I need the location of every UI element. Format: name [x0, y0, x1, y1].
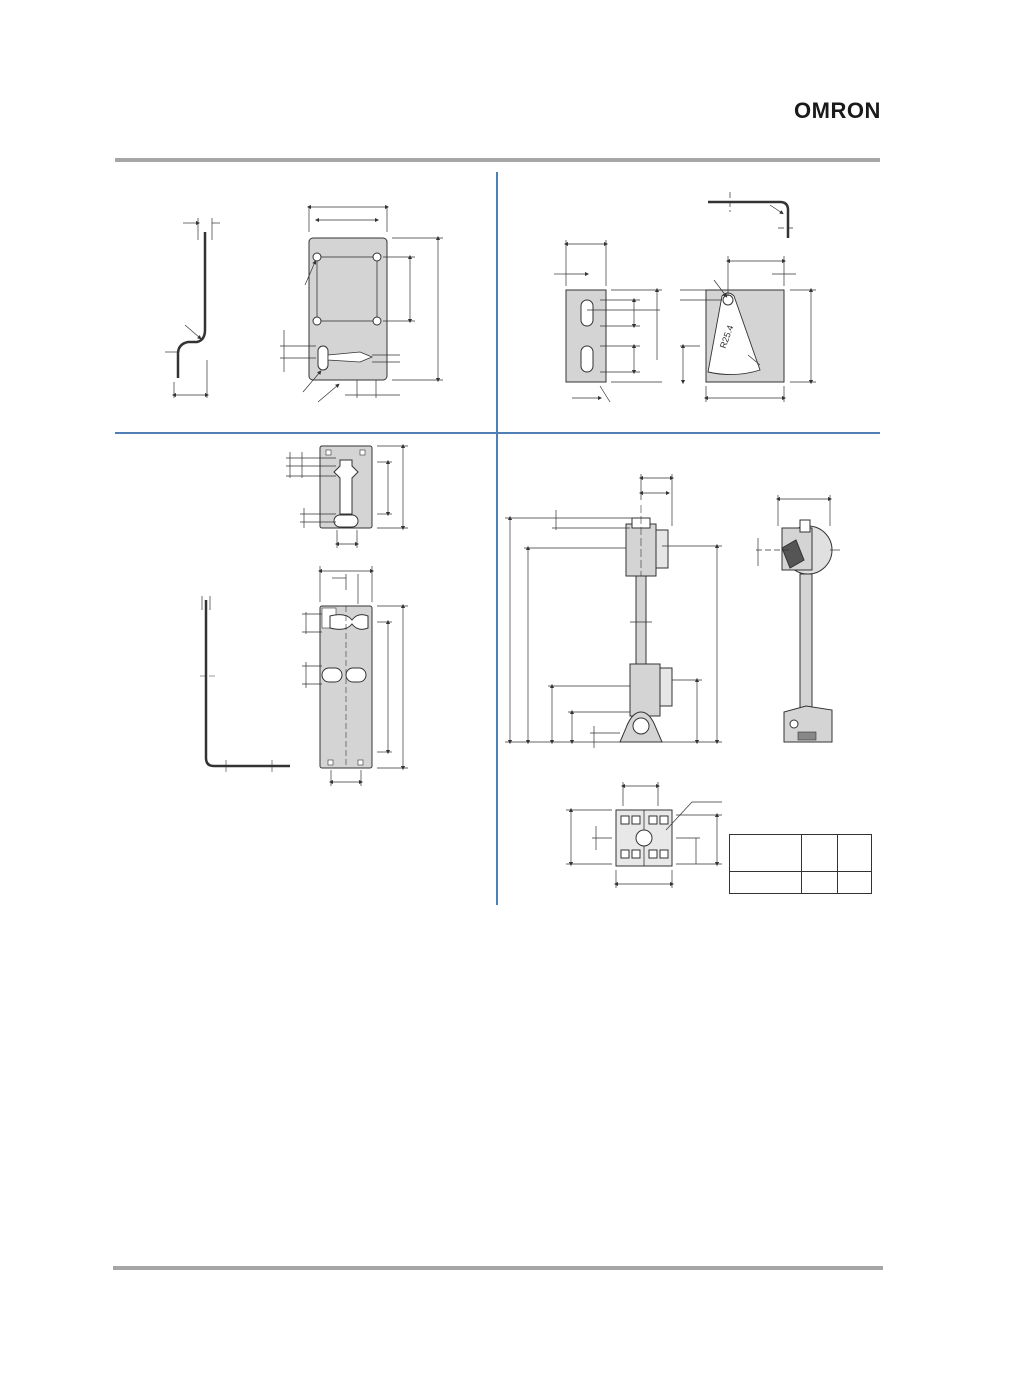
table-cell — [801, 834, 838, 872]
header-rule — [115, 158, 880, 162]
drawing-stand-side — [756, 495, 840, 743]
drawing-bracket-3-small-plate — [286, 443, 408, 548]
spec-table — [729, 834, 872, 895]
brand-logo: OMRON — [794, 98, 881, 123]
drawing-bracket-2-top — [708, 192, 796, 238]
footer-rule — [113, 1266, 883, 1270]
table-cell — [729, 834, 802, 872]
vertical-divider — [496, 172, 498, 905]
horizontal-divider — [115, 432, 880, 434]
drawing-bracket-1-plate — [280, 204, 443, 403]
drawing-clamp-detail — [566, 782, 722, 888]
table-row — [729, 870, 872, 895]
drawing-bracket-1-side — [165, 218, 220, 398]
table-cell — [729, 870, 802, 895]
table-cell — [837, 870, 872, 895]
drawing-bracket-3-side — [200, 596, 290, 772]
table-row — [729, 834, 872, 872]
drawing-bracket-2-plate-right: R25.4 — [680, 256, 816, 402]
drawing-bracket-3-long-plate — [302, 566, 408, 786]
drawing-bracket-2-plate-left — [554, 240, 662, 403]
table-cell — [801, 870, 838, 895]
drawing-stand-front — [505, 474, 722, 748]
table-cell — [837, 834, 872, 872]
